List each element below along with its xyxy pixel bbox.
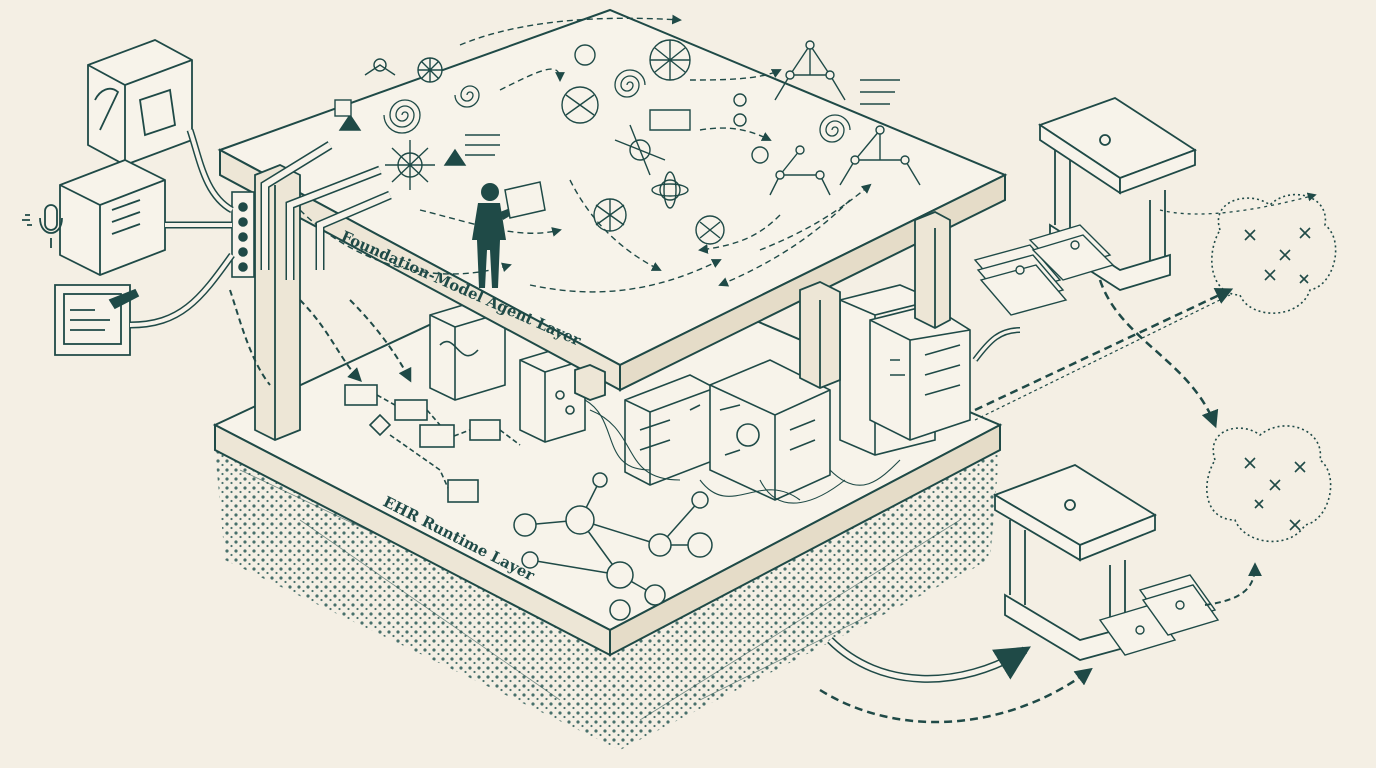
ingest-arrows xyxy=(229,141,412,386)
institution-building-icon xyxy=(992,464,1157,661)
document-stack-icon xyxy=(973,224,1220,656)
model-glyphs xyxy=(334,44,900,209)
output-arrows xyxy=(819,192,1317,724)
person-silhouette-icon xyxy=(472,181,546,288)
neural-network-icon xyxy=(385,39,921,245)
quill-scroll-icon xyxy=(87,39,193,166)
user-network-icon xyxy=(513,472,713,621)
microphone-form-icon xyxy=(22,159,166,276)
cross-scatter-icon xyxy=(1206,193,1337,543)
support-pillars xyxy=(254,164,951,441)
junction-panel xyxy=(231,191,255,278)
institution-building-icon xyxy=(1038,97,1197,291)
flowchart-icon xyxy=(344,384,521,503)
agent-flow-arrows xyxy=(299,14,872,293)
cable-bundle xyxy=(584,399,901,504)
input-arrows xyxy=(129,128,235,329)
spiral-icon xyxy=(383,69,851,143)
tablet-stylus-icon xyxy=(54,284,140,356)
equipment-rack-icon xyxy=(429,284,971,501)
